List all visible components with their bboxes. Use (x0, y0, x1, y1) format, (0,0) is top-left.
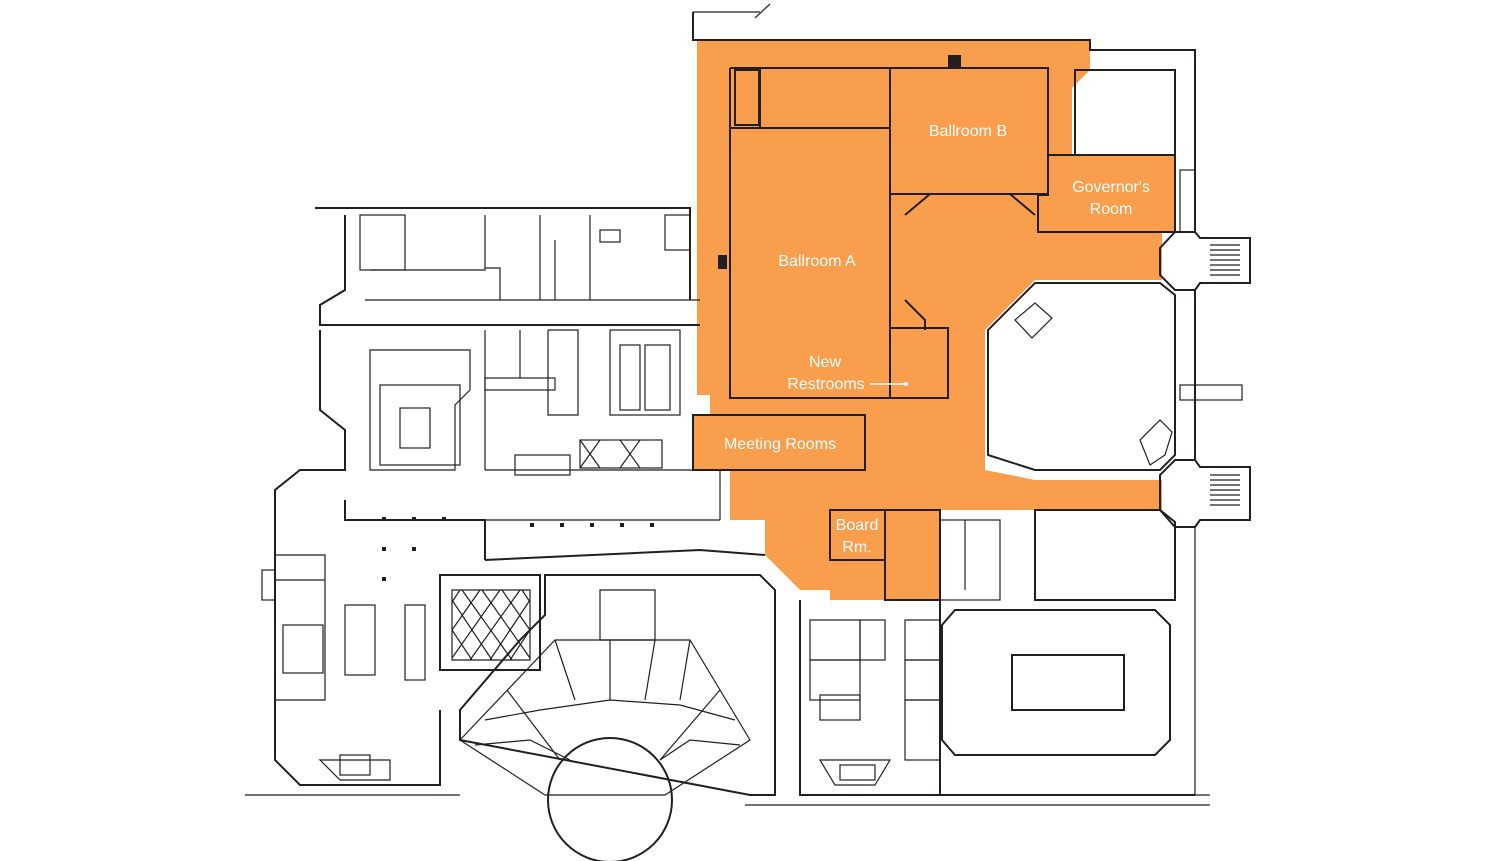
highlighted-event-space (692, 40, 1176, 601)
auditorium-stage-circle (547, 737, 673, 861)
label-ballroom-b: Ballroom B (929, 123, 1007, 140)
label-board-room-line1: Board (836, 517, 879, 534)
east-stairs-lower (1159, 459, 1251, 528)
marker-north (948, 55, 961, 67)
atrium-grid (451, 589, 531, 661)
pool (1011, 654, 1125, 711)
label-governors-room-line2: Room (1090, 201, 1133, 218)
marker-west (718, 255, 727, 269)
label-board-room-line2: Rm. (842, 539, 871, 556)
east-stairs-upper (1159, 231, 1251, 291)
label-new-restrooms-line2: Restrooms (787, 376, 864, 393)
label-ballroom-a: Ballroom A (778, 253, 856, 270)
new-restrooms-leader-dot (904, 382, 908, 386)
auditorium-fan (459, 639, 751, 796)
room-new-restrooms (889, 327, 949, 399)
building-walls (245, 3, 1251, 861)
room-labels: Ballroom B Governor's Room Ballroom A Ne… (724, 123, 1150, 556)
lobby-columns (382, 517, 654, 581)
label-governors-room-line1: Governor's (1072, 179, 1150, 196)
label-meeting-rooms: Meeting Rooms (724, 436, 836, 453)
room-north-middle (759, 67, 891, 129)
room-board (829, 509, 886, 561)
room-ballroom-b (889, 67, 1049, 195)
room-meeting-rooms (692, 414, 866, 471)
room-board-east (884, 509, 941, 601)
label-new-restrooms-line1: New (809, 354, 841, 371)
